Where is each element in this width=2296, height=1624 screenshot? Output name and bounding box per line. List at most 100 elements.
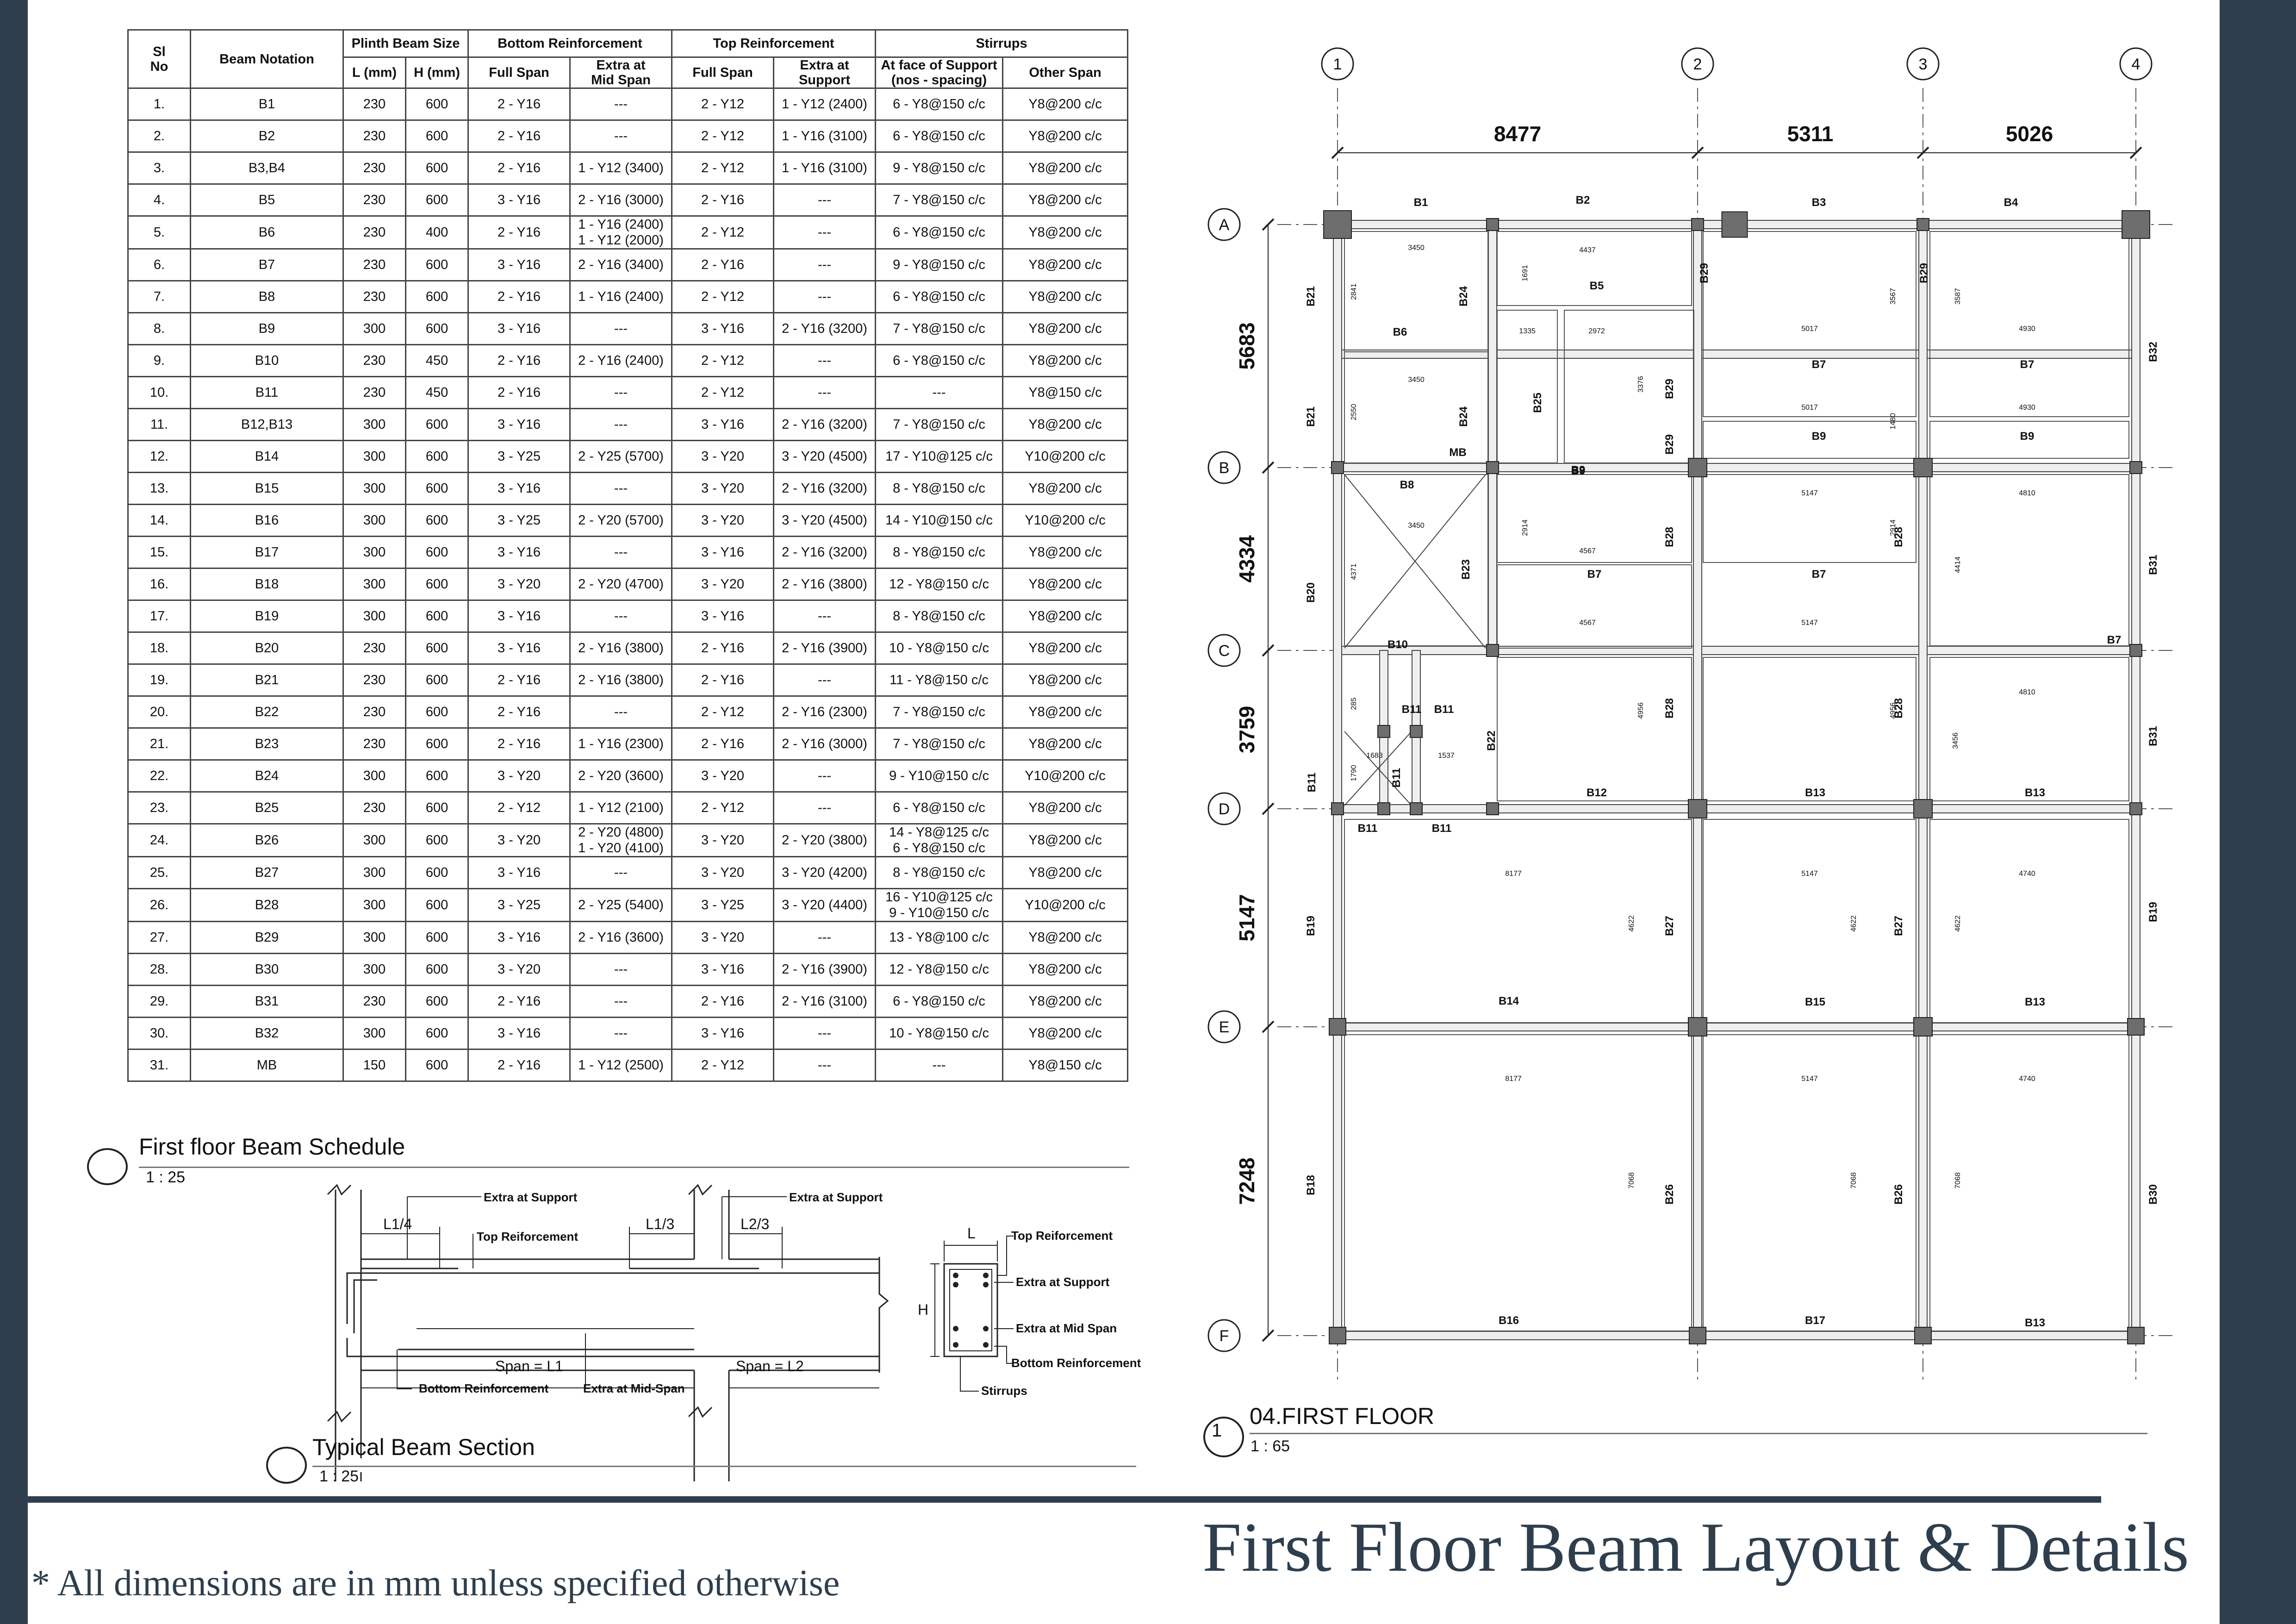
grid-bubble-row xyxy=(1207,451,1241,484)
cell-stirrups-other: Y8@200 c/c xyxy=(1002,921,1129,954)
section-title-line xyxy=(312,1466,1136,1467)
grid-label-col: 3 xyxy=(1919,56,1928,73)
cell-top-full-span: 2 - Y12 xyxy=(671,695,775,729)
cell-beam-notation: B26 xyxy=(190,823,344,857)
beam-label: B7 xyxy=(1812,568,1826,581)
cell-bottom-full-span: 3 - Y16 xyxy=(467,248,571,281)
cell-sl-no: 4. xyxy=(127,183,191,217)
cell-top-extra-support: --- xyxy=(773,1049,877,1082)
cell-sl-no: 1. xyxy=(127,87,191,121)
beam-label: B18 xyxy=(1305,1175,1317,1195)
cell-top-full-span: 3 - Y16 xyxy=(671,536,775,569)
label-cs-bottom: Bottom Reinforcement xyxy=(1011,1356,1141,1370)
header-bottom-reinforcement: Bottom Reinforcement xyxy=(467,29,673,58)
cell-bottom-extra-mid: --- xyxy=(569,536,673,569)
cell-depth-h: 600 xyxy=(404,1049,469,1082)
cell-depth-h: 600 xyxy=(404,280,469,313)
cell-top-full-span: 3 - Y20 xyxy=(671,568,775,601)
beam-horizontal xyxy=(1337,1022,2136,1031)
room-outline xyxy=(1703,657,1916,801)
cell-sl-no: 12. xyxy=(127,440,191,473)
label-span-l1: Span = L1 xyxy=(495,1358,563,1374)
inner-dimension: 4371 xyxy=(1350,563,1358,580)
beam-label: B13 xyxy=(2025,1317,2045,1329)
cell-depth-h: 600 xyxy=(404,536,469,569)
inner-dimension: 4567 xyxy=(1579,619,1596,627)
cell-stirrups-face: 9 - Y8@150 c/c xyxy=(875,151,1004,185)
cell-stirrups-other: Y8@200 c/c xyxy=(1002,215,1129,250)
dimension-tick xyxy=(1262,218,1275,231)
cell-width-l: 230 xyxy=(342,663,406,697)
cell-stirrups-other: Y8@200 c/c xyxy=(1002,727,1129,761)
beam-label: B31 xyxy=(2147,555,2159,575)
beam-schedule-table: Sl No Beam Notation Plinth Beam Size Bot… xyxy=(127,29,1129,1082)
column xyxy=(1323,210,1352,239)
header-stirrups-other: Other Span xyxy=(1002,56,1129,89)
cell-bottom-full-span: 2 - Y16 xyxy=(467,119,571,153)
room-outline xyxy=(1929,421,2129,459)
cell-beam-notation: B25 xyxy=(190,791,344,824)
cell-depth-h: 600 xyxy=(404,663,469,697)
beam-horizontal xyxy=(1337,350,2136,359)
overall-dimension-row: 5147 xyxy=(1235,894,1259,941)
cell-depth-h: 600 xyxy=(404,921,469,954)
cell-width-l: 230 xyxy=(342,727,406,761)
room-outline xyxy=(1564,310,1694,463)
cell-depth-h: 600 xyxy=(404,759,469,793)
overall-dimension-col: 5026 xyxy=(2006,122,2053,146)
header-stirrups: Stirrups xyxy=(875,29,1129,58)
cell-top-full-span: 2 - Y12 xyxy=(671,280,775,313)
cell-width-l: 300 xyxy=(342,472,406,505)
beam-label: B6 xyxy=(1393,326,1407,338)
opening-cross xyxy=(1344,731,1412,806)
beam-label: B19 xyxy=(2147,902,2159,922)
cell-beam-notation: B17 xyxy=(190,536,344,569)
cell-beam-notation: B18 xyxy=(190,568,344,601)
beam-label: B9 xyxy=(1571,464,1586,476)
cell-beam-notation: B20 xyxy=(190,631,344,665)
inner-dimension: 1537 xyxy=(1438,752,1455,760)
cell-depth-h: 600 xyxy=(404,727,469,761)
break-mark xyxy=(327,1184,352,1196)
cell-stirrups-other: Y8@200 c/c xyxy=(1002,856,1129,889)
column xyxy=(1486,218,1499,231)
cell-top-extra-support: --- xyxy=(773,921,877,954)
inner-dimension: 4956 xyxy=(1889,702,1897,719)
cell-stirrups-other: Y8@200 c/c xyxy=(1002,600,1129,633)
leader-cs-stirrups xyxy=(960,1356,979,1392)
beam-label: B21 xyxy=(1305,406,1317,427)
cell-beam-notation: B19 xyxy=(190,600,344,633)
cell-sl-no: 15. xyxy=(127,536,191,569)
cell-bottom-extra-mid: 2 - Y25 (5700) xyxy=(569,440,673,473)
cell-top-full-span: 2 - Y16 xyxy=(671,631,775,665)
cell-top-extra-support: 3 - Y20 (4200) xyxy=(773,856,877,889)
grid-label-row: F xyxy=(1220,1327,1229,1345)
room-outline xyxy=(1703,421,1916,459)
cell-stirrups-other: Y8@200 c/c xyxy=(1002,663,1129,697)
overall-dimension-row: 5683 xyxy=(1235,322,1259,369)
column xyxy=(1410,725,1423,738)
cell-stirrups-other: Y10@200 c/c xyxy=(1002,759,1129,793)
cell-bottom-full-span: 3 - Y16 xyxy=(467,472,571,505)
dimension-tick xyxy=(1262,644,1275,657)
inner-dimension: 5147 xyxy=(1801,870,1818,878)
cell-stirrups-face: 16 - Y10@125 c/c 9 - Y10@150 c/c xyxy=(875,888,1004,922)
cell-top-extra-support: 1 - Y12 (2400) xyxy=(773,87,877,121)
beam-label: MB xyxy=(1449,446,1466,459)
beam-label: B4 xyxy=(2004,196,2018,209)
grid-label-col: 2 xyxy=(1693,56,1702,73)
beam-label: B3 xyxy=(1812,196,1826,209)
beam-label: B28 xyxy=(1892,698,1905,718)
cell-width-l: 300 xyxy=(342,953,406,986)
bottom-reinforcement-bar xyxy=(346,1338,879,1357)
cell-width-l: 300 xyxy=(342,536,406,569)
cell-stirrups-face: 6 - Y8@150 c/c xyxy=(875,215,1004,250)
